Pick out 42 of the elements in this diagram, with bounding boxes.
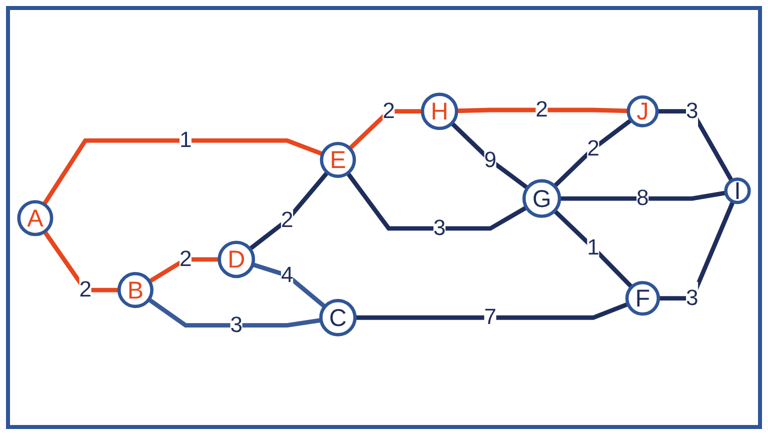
node-circle: A	[17, 200, 54, 236]
edge-label: 2	[536, 98, 548, 122]
connector	[553, 209, 634, 289]
connector	[552, 118, 633, 188]
connector	[148, 298, 322, 328]
connector	[148, 257, 220, 284]
connector	[248, 171, 330, 251]
node-circle: E	[320, 142, 356, 178]
edge-label: 2	[382, 99, 395, 124]
connector	[346, 172, 528, 231]
edge-label: 1	[587, 236, 600, 260]
edge-label: 2	[179, 247, 192, 272]
edge-label: 7	[484, 305, 496, 330]
node-circle: H	[420, 92, 458, 130]
edge-label: 2	[587, 136, 600, 161]
connector	[348, 109, 422, 150]
edge-label: 3	[686, 99, 698, 124]
connector	[252, 262, 326, 308]
node-circle: J	[626, 95, 659, 128]
connector	[450, 122, 529, 190]
edge-label: 3	[230, 313, 243, 338]
connector	[456, 108, 628, 114]
node-circle: G	[522, 179, 562, 218]
connector	[42, 138, 324, 206]
node-circle: I	[724, 178, 751, 204]
edge-label: 1	[179, 128, 192, 153]
edge-label: 8	[636, 186, 649, 211]
edge-label: 4	[281, 263, 294, 288]
connector	[560, 190, 726, 201]
edge-label: 3	[686, 286, 698, 310]
node-circle: C	[319, 298, 357, 336]
node-circle: D	[218, 240, 256, 278]
connector	[658, 200, 735, 300]
connector	[355, 302, 629, 320]
edge-label: 9	[484, 148, 496, 172]
edge-label: 3	[433, 216, 446, 241]
connector	[42, 230, 120, 292]
node-circle: B	[117, 272, 154, 308]
connector	[657, 109, 734, 182]
edge-label: 2	[79, 278, 92, 302]
node-circle: F	[625, 280, 660, 316]
edge-label: 2	[281, 208, 294, 232]
